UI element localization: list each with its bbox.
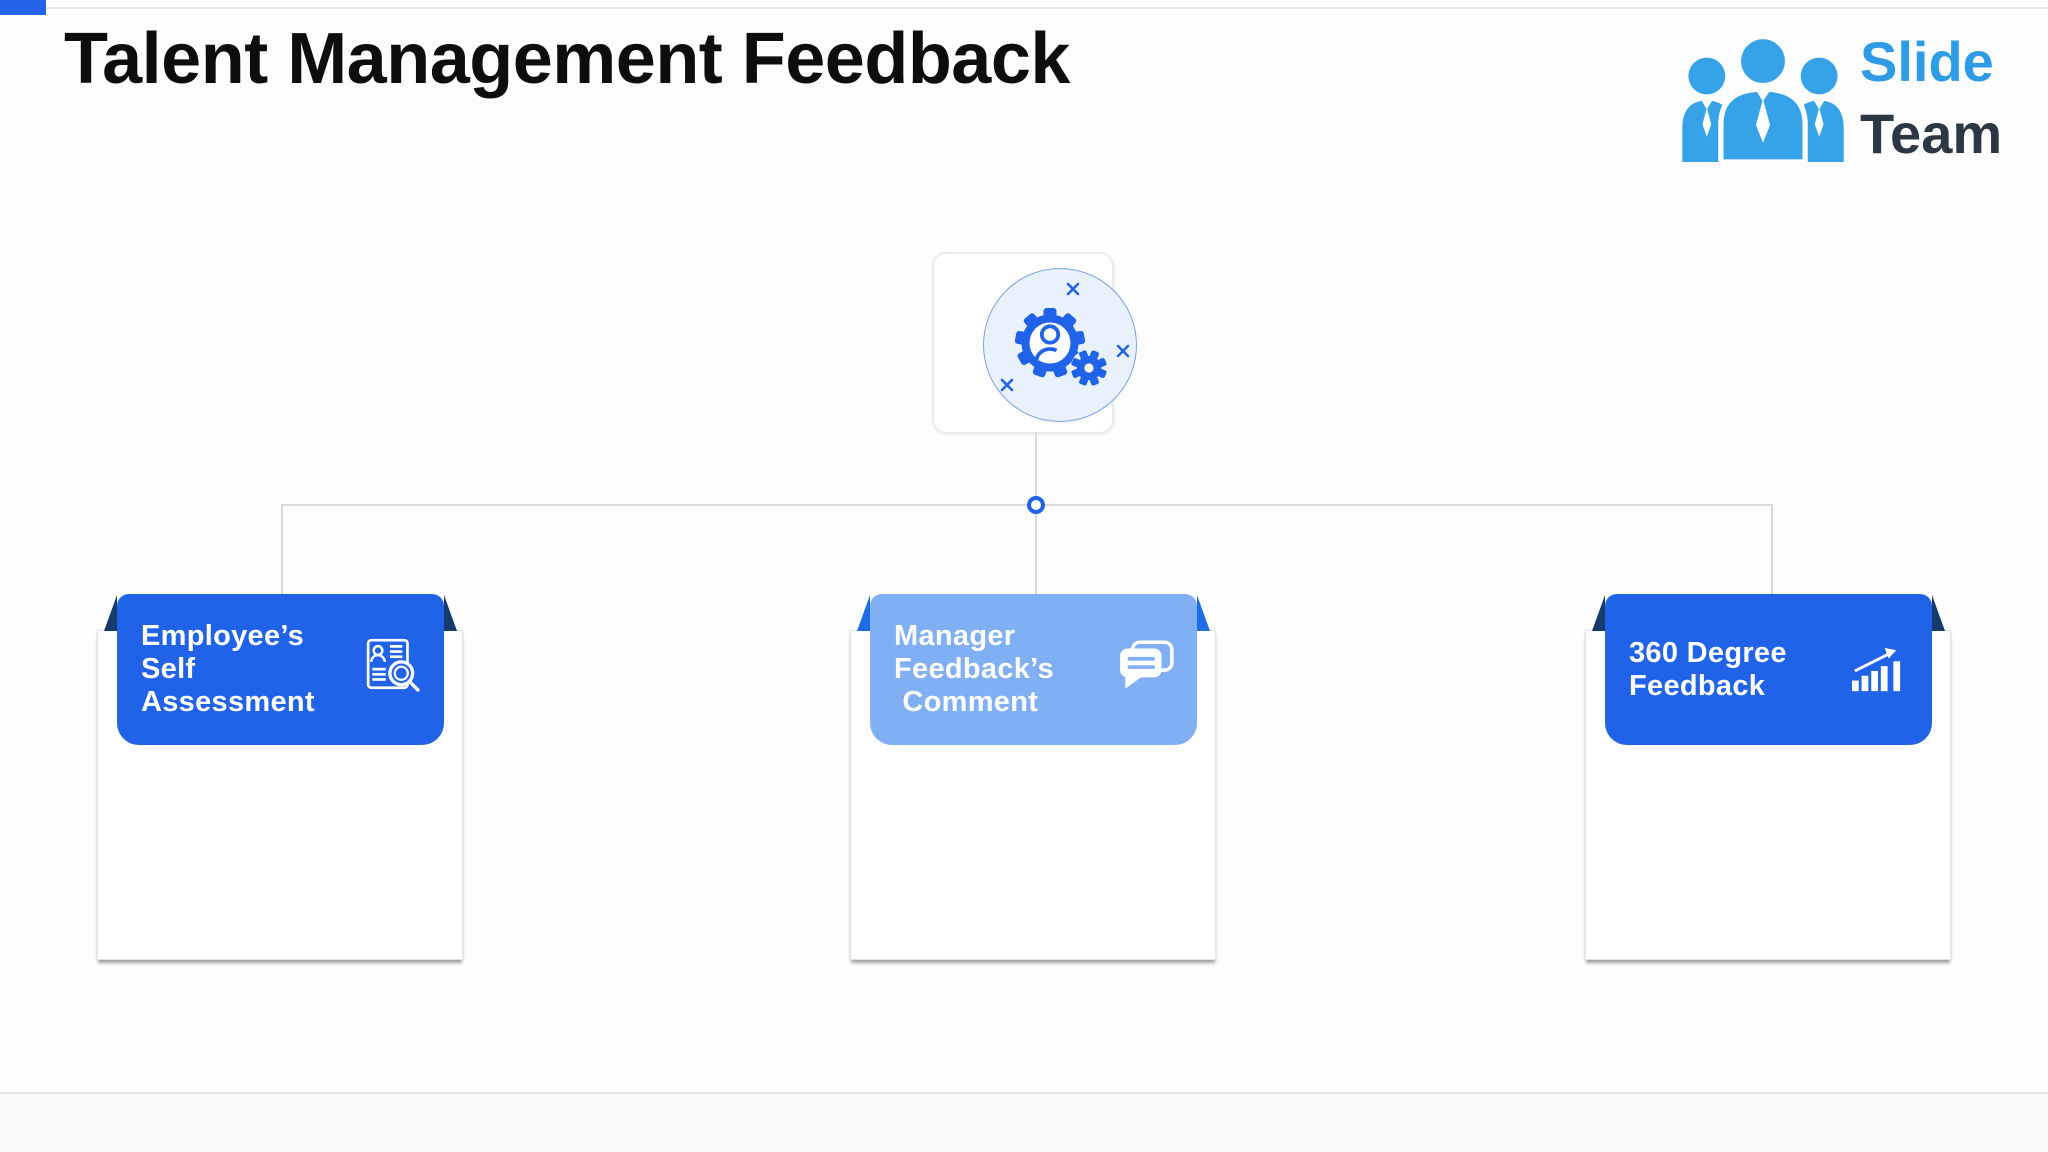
connector-root-stem: [1035, 432, 1037, 497]
sparkle-x-marks: [1000, 282, 1130, 392]
card-title-line: Feedback: [1629, 669, 1766, 702]
top-divider-line: [0, 7, 2048, 9]
chat-comment-icon: [1120, 640, 1174, 689]
connector-drop-center: [1035, 513, 1037, 594]
card-title-line: Self: [141, 653, 196, 685]
bottom-divider-line: [0, 1092, 2048, 1094]
card-360-degree-feedback: 360 Degree Feedback: [1585, 594, 1951, 962]
brand-word-slide: Slide: [1860, 30, 1994, 93]
top-left-accent-block: [0, 0, 46, 15]
card-title: 360 Degree Feedback: [1629, 594, 1787, 745]
ribbon-fold-right: [1197, 595, 1210, 631]
team-people-icon: [1682, 33, 1844, 162]
ribbon-fold-right: [1932, 595, 1945, 631]
card-header-ribbon: Manager Feedback’s Comment: [870, 594, 1197, 745]
ribbon-fold-right: [444, 595, 457, 631]
card-title-line: Feedback’s: [894, 653, 1054, 685]
footer-area: [0, 1094, 2048, 1152]
growth-bar-chart-icon: [1851, 647, 1901, 692]
card-title: Manager Feedback’s Comment: [894, 594, 1054, 745]
card-title-line: Manager: [894, 620, 1016, 652]
card-header-ribbon: 360 Degree Feedback: [1605, 594, 1932, 745]
card-title-line: 360 Degree: [1629, 636, 1787, 669]
ribbon-fold-left: [857, 595, 870, 631]
card-header-ribbon: Employee’s Self Assessment: [117, 594, 444, 745]
brand-word-team: Team: [1860, 102, 2003, 165]
card-title: Employee’s Self Assessment: [141, 594, 315, 745]
user-settings-gears-icon: [1000, 282, 1130, 392]
ribbon-fold-left: [1592, 595, 1605, 631]
root-node-circle: [983, 268, 1137, 422]
connector-drop-left: [281, 505, 283, 594]
connector-junction-node: [1027, 496, 1045, 514]
connector-drop-right: [1771, 505, 1773, 594]
ribbon-fold-left: [104, 595, 117, 631]
card-employee-self-assessment: Employee’s Self Assessment: [97, 594, 463, 962]
resume-search-icon: [366, 638, 420, 692]
card-title-line: Comment: [894, 686, 1039, 718]
card-title-line: Employee’s: [141, 620, 305, 652]
card-manager-feedback-comment: Manager Feedback’s Comment: [850, 594, 1216, 962]
brand-logo: Slide Team: [1672, 22, 2024, 164]
page-title: Talent Management Feedback: [64, 19, 1070, 99]
card-title-line: Assessment: [141, 686, 315, 718]
